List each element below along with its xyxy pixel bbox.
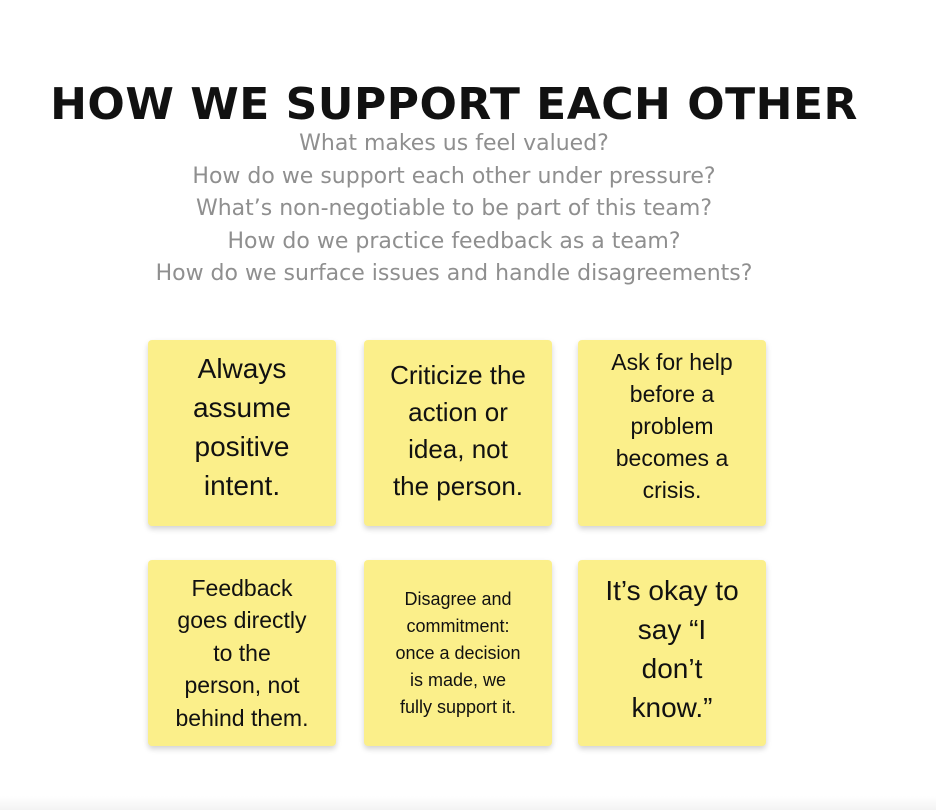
note-line: before a bbox=[629, 381, 715, 407]
page-title: HOW WE SUPPORT EACH OTHER bbox=[50, 79, 858, 131]
note-line: intent. bbox=[203, 470, 281, 501]
note-line: assume bbox=[192, 392, 292, 423]
sticky-note[interactable]: Criticize the action or idea, not the pe… bbox=[364, 340, 552, 526]
note-line: person, not bbox=[184, 672, 300, 699]
prompt-question: How do we practice feedback as a team? bbox=[227, 228, 681, 254]
note-line: goes directly bbox=[177, 607, 307, 634]
sticky-note-text: Criticize the action or idea, not the pe… bbox=[390, 357, 526, 505]
sticky-note[interactable]: It’s okay to say “I don’t know.” bbox=[578, 560, 766, 746]
note-line: action or bbox=[408, 397, 508, 427]
note-line: fully support it. bbox=[399, 696, 517, 717]
note-line: Criticize the bbox=[390, 360, 526, 390]
note-line: commitment: bbox=[406, 615, 510, 636]
note-line: It’s okay to bbox=[605, 575, 739, 606]
note-line: problem bbox=[630, 413, 714, 439]
note-line: idea, not bbox=[408, 434, 508, 464]
prompt-question: How do we support each other under press… bbox=[192, 163, 716, 189]
note-line: behind them. bbox=[175, 704, 309, 731]
note-line: is made, we bbox=[409, 669, 507, 690]
note-line: once a decision bbox=[395, 642, 521, 663]
sticky-note[interactable]: Feedback goes directly to the person, no… bbox=[148, 560, 336, 746]
note-line: Disagree and bbox=[404, 588, 512, 609]
sticky-note[interactable]: Always assume positive intent. bbox=[148, 340, 336, 526]
sticky-note[interactable]: Ask for help before a problem becomes a … bbox=[578, 340, 766, 526]
note-line: know.” bbox=[631, 692, 713, 723]
note-line: say “I bbox=[637, 614, 707, 645]
prompt-question: What makes us feel valued? bbox=[299, 131, 609, 156]
prompt-question: How do we surface issues and handle disa… bbox=[155, 261, 753, 286]
prompt-questions: What makes us feel valued? How do we sup… bbox=[0, 128, 908, 291]
sticky-note-text: Ask for help before a problem becomes a … bbox=[611, 346, 732, 506]
note-line: positive bbox=[194, 431, 290, 462]
canvas-bottom-edge bbox=[0, 796, 936, 810]
note-line: Always bbox=[197, 353, 287, 384]
note-line: crisis. bbox=[642, 477, 702, 503]
note-line: Ask for help bbox=[611, 349, 733, 375]
note-line: becomes a bbox=[615, 445, 729, 471]
sticky-note-text: Feedback goes directly to the person, no… bbox=[176, 572, 309, 735]
sticky-note-text: Always assume positive intent. bbox=[193, 349, 291, 505]
prompt-question: What’s non-negotiable to be part of this… bbox=[195, 196, 713, 221]
note-line: to the bbox=[213, 639, 271, 666]
sticky-note-text: It’s okay to say “I don’t know.” bbox=[605, 571, 738, 727]
note-line: don’t bbox=[641, 653, 703, 684]
note-line: Feedback bbox=[191, 574, 293, 601]
note-line: the person. bbox=[392, 471, 524, 501]
sticky-note-text: Disagree and commitment: once a decision… bbox=[395, 586, 520, 721]
sticky-note[interactable]: Disagree and commitment: once a decision… bbox=[364, 560, 552, 746]
